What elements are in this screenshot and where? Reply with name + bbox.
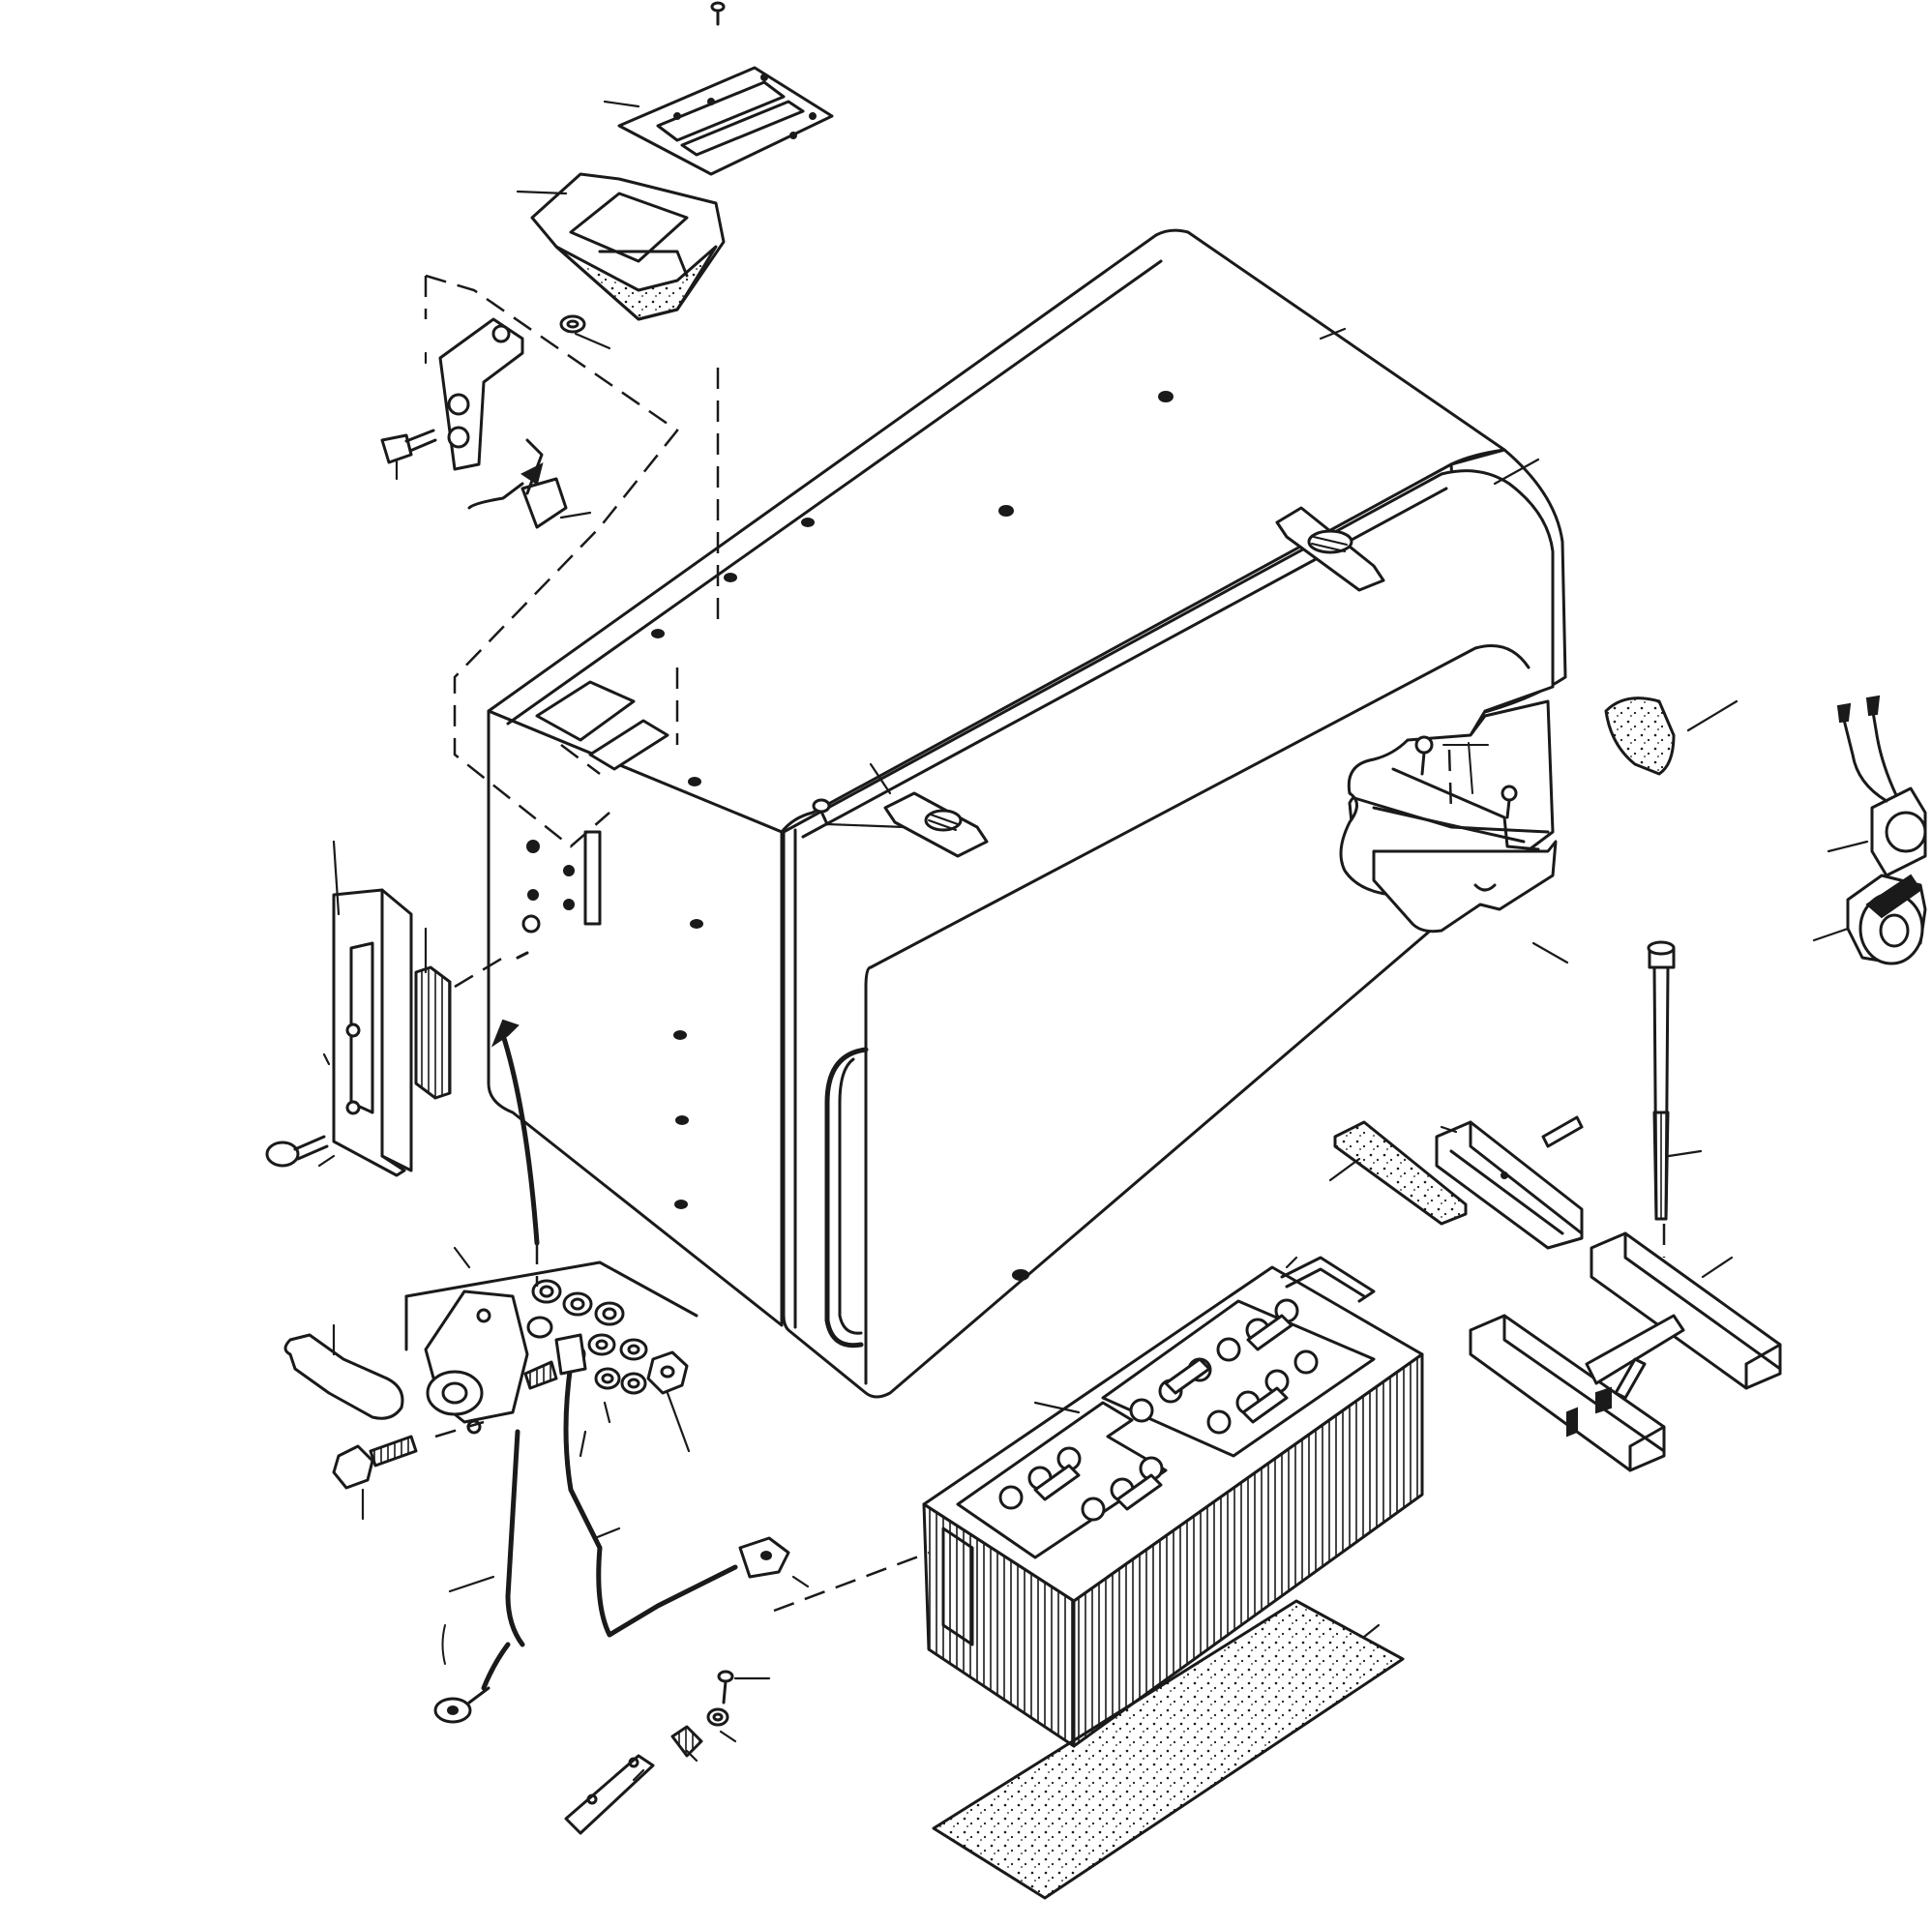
bolt-lower-left [332,1435,418,1490]
hold-down-frame [1469,1231,1782,1472]
mounting-bracket [438,317,524,471]
cable-into-box [490,1019,540,1246]
screw-lower [717,1670,734,1705]
front-face-features [516,830,602,960]
dashed-outline-bracket-group [424,274,720,848]
leader-lines [317,100,1869,1782]
grille-filter [414,965,452,1100]
side-bracket-left [332,888,413,1177]
battery [922,1256,1424,1748]
pin [1541,1115,1584,1148]
terminal-stud [523,1360,558,1390]
terminal-post-flange [424,1290,529,1435]
top-plate-cutouts [535,680,669,771]
lid-hinge-rear [1275,506,1385,592]
battery-cable-positive [554,1333,790,1638]
top-plate-holes [651,391,1174,1281]
alignment-lines [434,749,1666,1613]
spring-washer-bolt [670,1707,729,1758]
j-bolt [1647,940,1676,1221]
hold-down-clamp-channel [1435,1120,1584,1250]
foot-pad [1604,697,1676,776]
battery-box-lid [782,469,1555,1399]
battery-cable-negative [433,1429,525,1724]
bolt-left [265,1135,329,1168]
lid-rail [1372,840,1558,934]
battery-pad [932,1599,1405,1900]
cutaway-bolts [1414,735,1518,819]
rubber-boot [283,1333,404,1420]
bolt-bracket [380,429,437,464]
terminal-group-outline [404,1260,698,1351]
hold-down-rubber-strip [1333,1120,1468,1226]
switch-housing [530,172,726,321]
horn [1846,874,1927,965]
screw-top [710,1,726,26]
strap-plate [564,1754,655,1835]
hinge-bolt [812,798,831,826]
terminal-washers [526,1279,689,1395]
nut-top [559,314,586,334]
switch-with-leads [1836,695,1927,877]
lid-hinge-front [883,791,989,858]
cover-plate-top [617,66,834,176]
solenoid-switch [467,438,568,529]
